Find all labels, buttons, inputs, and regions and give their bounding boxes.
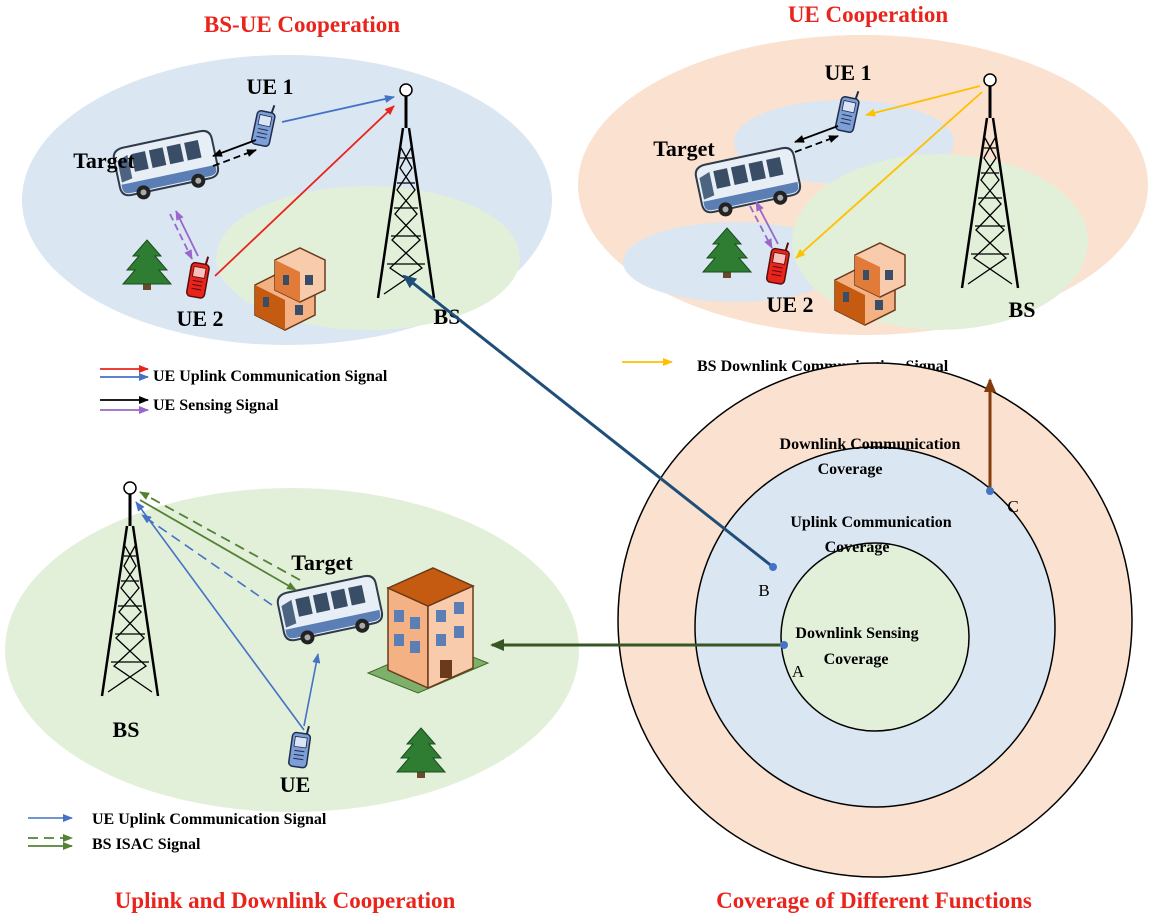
ue-sensing-purple-2 xyxy=(749,205,773,249)
title-coverage: Coverage of Different Functions xyxy=(716,888,1032,913)
ul-dl-ue-to-target-arrow xyxy=(303,653,321,727)
ul-dl-ue-uplink-arrow xyxy=(135,501,305,731)
ul-dl-legend-isac: BS ISAC Signal xyxy=(92,836,201,853)
ul-dl-target-label: Target xyxy=(291,550,353,575)
bs-ue-sensing-purple-1 xyxy=(175,210,199,257)
ul-dl-ue-label: UE xyxy=(280,772,311,797)
ue-target-label: Target xyxy=(653,136,715,161)
bs-ue-ue2-uplink-arrow xyxy=(214,105,395,277)
ul-dl-legend-uplink: UE Uplink Communication Signal xyxy=(92,811,327,828)
coverage-point-a xyxy=(780,641,788,649)
title-ul-dl-cooperation: Uplink and Downlink Cooperation xyxy=(115,888,456,913)
bs-ue-legend-uplink: UE Uplink Communication Signal xyxy=(153,368,388,385)
ul-dl-target-echo-arrow xyxy=(141,514,273,606)
ul-dl-bs-label: BS xyxy=(113,717,140,742)
ue-downlink-arrow-2 xyxy=(795,91,983,259)
coverage-point-a-label: A xyxy=(792,662,805,681)
coverage-point-b xyxy=(769,563,777,571)
bs-ue-sensing-purple-2 xyxy=(169,213,193,260)
ue-bs-label: BS xyxy=(1009,297,1036,322)
coverage-outer-label-2: Coverage xyxy=(818,461,883,478)
bs-ue-ue1-label: UE 1 xyxy=(246,74,293,99)
bs-ue-target-label: Target xyxy=(73,148,135,173)
ul-dl-isac-arrow-back xyxy=(139,491,301,581)
ue-ue1-label: UE 1 xyxy=(824,60,871,85)
ul-dl-isac-arrow-out xyxy=(139,499,297,591)
ue-ue2-label: UE 2 xyxy=(766,292,813,317)
pointer-b-to-bs-ue-arrow xyxy=(402,274,774,569)
coverage-inner-label-2: Coverage xyxy=(824,651,889,668)
bs-ue-legend-sensing: UE Sensing Signal xyxy=(153,397,279,414)
coverage-mid-label-2: Coverage xyxy=(825,539,890,556)
bs-ue-sensing-arrow-1 xyxy=(212,139,257,157)
ue-downlink-arrow-1 xyxy=(865,85,981,117)
coverage-outer-label-1: Downlink Communication xyxy=(780,436,961,453)
coverage-inner-circle xyxy=(780,542,970,732)
coverage-mid-label-1: Uplink Communication xyxy=(790,514,951,531)
bs-ue-ue1-uplink-arrow xyxy=(281,95,395,123)
bs-ue-sensing-arrow-2 xyxy=(212,149,257,167)
title-ue-cooperation: UE Cooperation xyxy=(788,2,949,27)
coverage-point-c xyxy=(986,487,994,495)
coverage-point-b-label: B xyxy=(758,581,769,600)
title-bs-ue-cooperation: BS-UE Cooperation xyxy=(204,12,400,37)
ue-sensing-arrow-2 xyxy=(794,135,839,153)
coverage-inner-label-1: Downlink Sensing xyxy=(795,625,918,642)
coverage-point-c-label: C xyxy=(1007,497,1018,516)
ue-sensing-arrow-1 xyxy=(794,125,839,143)
ue-sensing-purple-1 xyxy=(755,201,779,245)
bs-ue-ue2-label: UE 2 xyxy=(176,306,223,331)
